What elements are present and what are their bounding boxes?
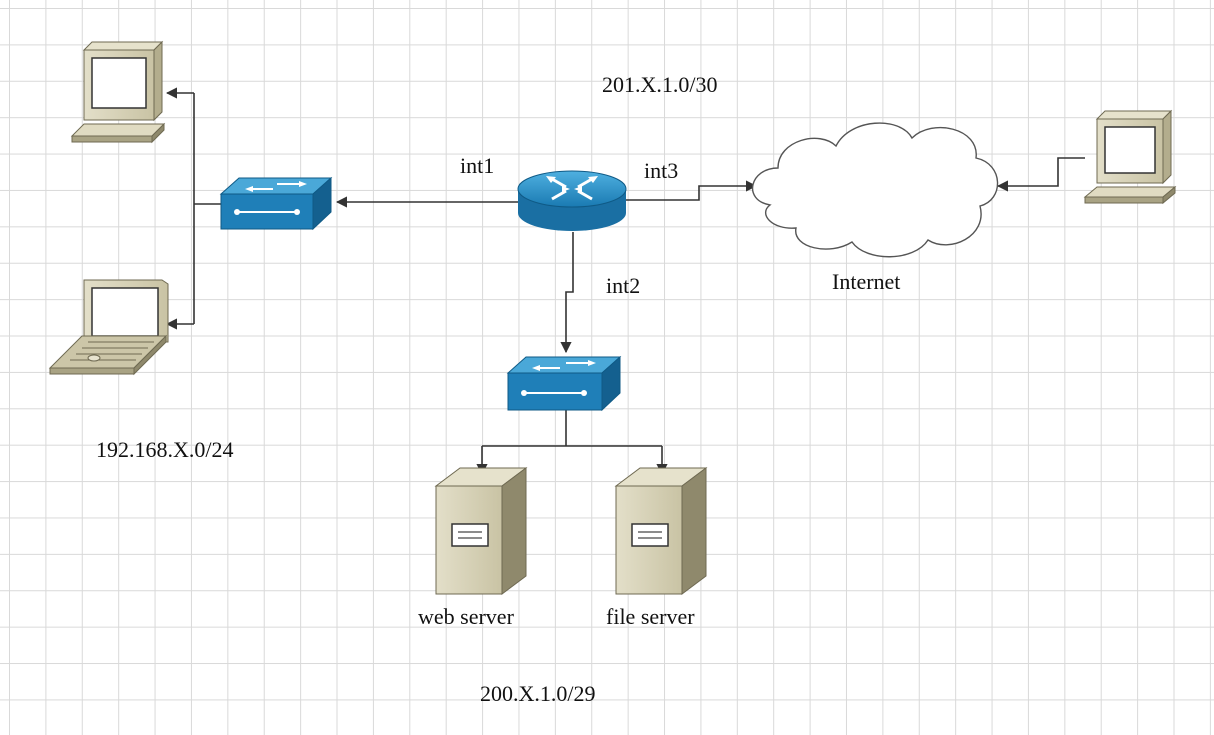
web-server-label: web server <box>418 604 514 629</box>
link-remote-pc-internet <box>996 157 1085 192</box>
file-server-icon[interactable] <box>614 467 708 595</box>
connectors <box>165 87 1085 476</box>
int2-label: int2 <box>606 273 641 298</box>
desktop-pc-icon[interactable] <box>70 40 166 144</box>
remote-pc-icon[interactable] <box>1083 109 1177 205</box>
link-router-dmz-switch <box>560 232 574 354</box>
dmz-switch-icon[interactable] <box>506 355 622 412</box>
dmz-subnet-label: 200.X.1.0/29 <box>480 681 596 706</box>
wan-subnet-label: 201.X.1.0/30 <box>602 72 718 97</box>
file-server-label: file server <box>606 604 695 629</box>
web-server-icon[interactable] <box>434 467 528 595</box>
lan-switch-icon[interactable] <box>219 176 333 231</box>
int1-label: int1 <box>460 153 495 178</box>
internet-label: Internet <box>832 269 901 294</box>
int3-label: int3 <box>644 158 679 183</box>
laptop-icon[interactable] <box>48 279 169 376</box>
link-router-internet <box>626 180 758 201</box>
cloud-icon[interactable] <box>751 122 999 258</box>
lan-subnet-label: 192.168.X.0/24 <box>96 437 234 462</box>
router-icon[interactable] <box>517 170 627 231</box>
